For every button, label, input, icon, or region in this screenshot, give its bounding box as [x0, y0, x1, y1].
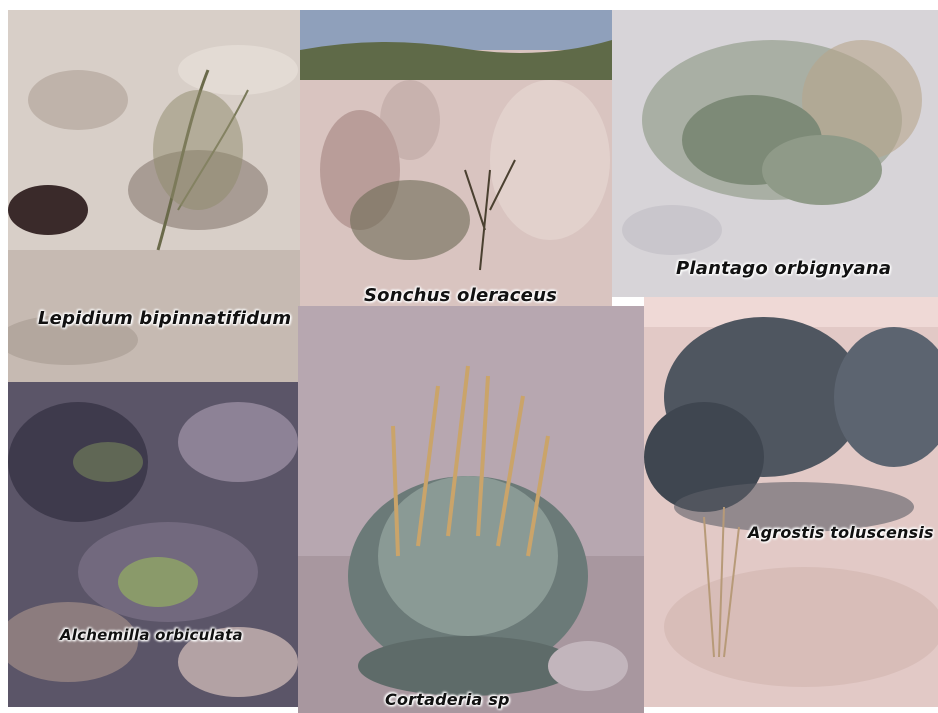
caption-cortaderia: Cortaderia sp [385, 690, 510, 709]
caption-sonchus: Sonchus oleraceus [364, 285, 557, 306]
photo-alchemilla [8, 382, 298, 707]
photo-agrostis [644, 297, 938, 707]
caption-agrostis: Agrostis toluscensis [748, 523, 934, 542]
caption-plantago: Plantago orbignyana [676, 258, 892, 279]
photo-lepidium [8, 10, 308, 382]
photo-sonchus [300, 10, 612, 306]
caption-lepidium: Lepidium bipinnatifidum [38, 308, 292, 329]
caption-alchemilla: Alchemilla orbiculata [60, 626, 243, 644]
photo-plantago [612, 10, 938, 297]
photo-cortaderia [298, 306, 644, 713]
